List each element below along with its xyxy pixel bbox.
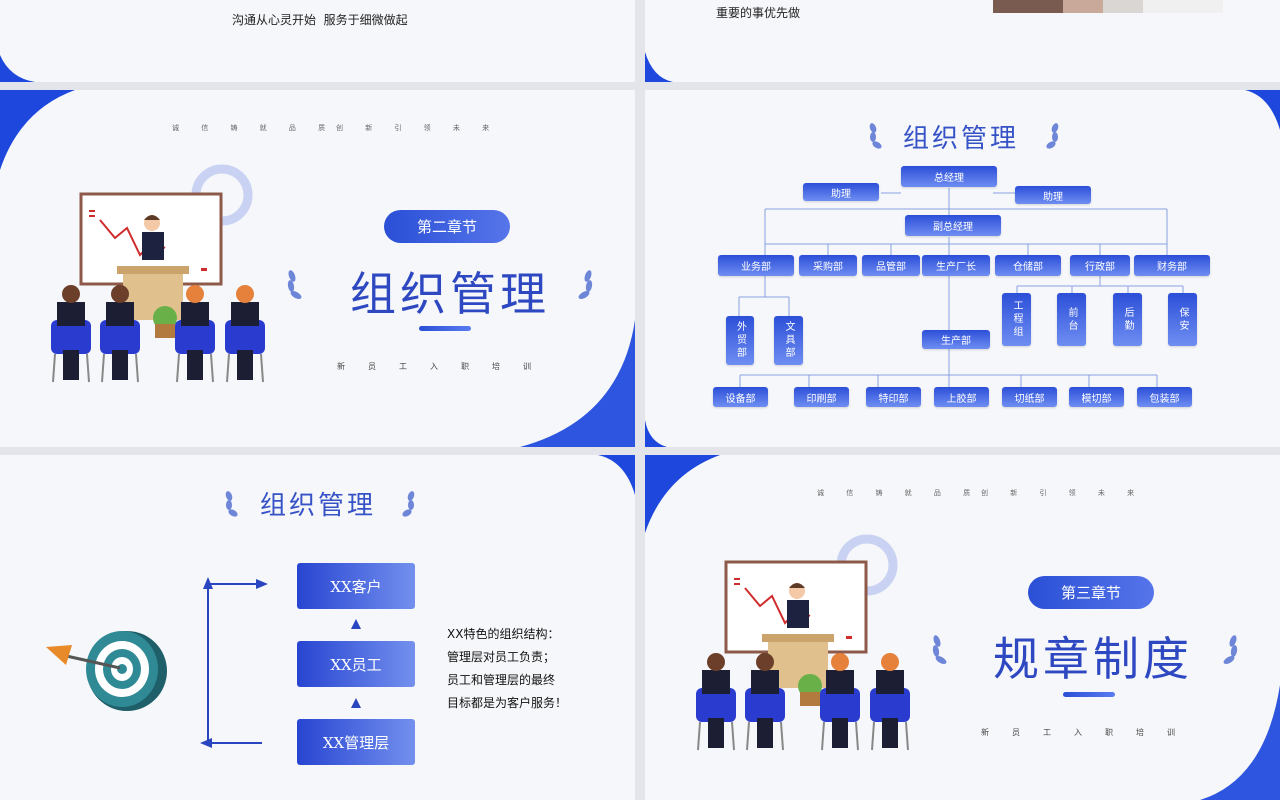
chapter-chip: 第三章节 (1028, 576, 1154, 609)
chapter-chip: 第二章节 (384, 210, 510, 243)
org-box-top: 总经理 (901, 166, 997, 187)
title-underline (419, 326, 471, 331)
laurel-left-icon (287, 270, 302, 299)
org-box-assistant-left: 助理 (803, 183, 879, 201)
org-box-prod-sub: 切纸部 (1002, 387, 1057, 407)
slogan-right: 创 新 引 领 未 来 (336, 124, 500, 132)
slide-structure-decor (200, 455, 635, 748)
slide-chapter-2[interactable]: 诚 信 铸 就 品 质 创 新 引 领 未 来 (0, 90, 635, 447)
org-box-sub: 前台 (1057, 293, 1086, 346)
structure-box-management: XX管理层 (297, 719, 415, 765)
structure-desc-line: 目标都是为客户服务！ (447, 696, 568, 710)
laurel-right-icon (578, 270, 593, 299)
subtitle: 新员工入职培训 (337, 362, 554, 371)
laurel-right-icon (1223, 635, 1238, 664)
org-box-deputy: 副总经理 (905, 215, 1001, 236)
title-underline (1063, 692, 1115, 697)
structure-desc: XX特色的组织结构： 管理层对员工负责； 员工和管理层的最终 目标都是为客户服务… (447, 623, 567, 715)
presentation-illustration (51, 192, 265, 383)
org-box-prod-sub: 模切部 (1069, 387, 1124, 407)
slide-top-right[interactable]: 重要的事优先做 (645, 0, 1280, 82)
org-box-production: 生产部 (922, 330, 990, 349)
org-box-dept: 品管部 (862, 255, 920, 276)
slide-top-left-text: 沟通从心灵开始 服务于细微做起 (232, 13, 408, 27)
laurel-right-icon (402, 491, 415, 517)
org-box-sub: 文具部 (774, 316, 803, 365)
org-box-prod-sub: 印刷部 (794, 387, 849, 407)
org-box-dept: 生产厂长 (922, 255, 990, 276)
slide-top-left[interactable]: 沟通从心灵开始 服务于细微做起 (0, 0, 635, 82)
org-title: 组织管理 (903, 124, 1020, 154)
slide-chapter-3[interactable]: 诚 信 铸 就 品 质 创 新 引 领 未 来 (645, 455, 1280, 800)
org-box-dept: 行政部 (1070, 255, 1130, 276)
org-box-prod-sub: 上胶部 (934, 387, 989, 407)
laurel-left-icon (225, 491, 238, 517)
slide-structure[interactable]: 组织管理 XX客户 XX员工 XX管理层 XX特色的组织结构： 管理层对员工负责… (0, 455, 635, 800)
structure-desc-line: XX特色的组织结构： (447, 627, 560, 641)
chapter-title: 组织管理 (350, 267, 550, 321)
presentation-illustration (696, 560, 910, 751)
structure-box-employee: XX员工 (297, 641, 415, 687)
subtitle: 新员工入职培训 (981, 728, 1198, 737)
org-box-assistant-right: 助理 (1015, 186, 1091, 204)
org-box-sub: 外贸部 (726, 316, 754, 365)
slide-org-chart[interactable]: 组织管理 总经理 助理 助理 副总经理 业务部 采购部 品管部 生产厂长 仓储部… (645, 90, 1280, 447)
org-box-dept: 财务部 (1134, 255, 1210, 276)
laurel-right-icon (1046, 123, 1059, 149)
org-box-prod-sub: 包装部 (1137, 387, 1192, 407)
slide-top-left-decor (0, 55, 35, 82)
org-box-dept: 业务部 (718, 255, 794, 276)
laurel-left-icon (932, 635, 947, 664)
slide-top-right-decor (645, 52, 673, 82)
org-box-prod-sub: 设备部 (713, 387, 768, 407)
org-box-sub: 工程组 (1002, 293, 1031, 346)
org-box-prod-sub: 特印部 (866, 387, 921, 407)
org-box-dept: 采购部 (799, 255, 857, 276)
slide-org-chart-decor (645, 90, 1280, 447)
structure-desc-line: 员工和管理层的最终 (447, 673, 556, 687)
slogan-right: 创 新 引 领 未 来 (981, 489, 1145, 497)
org-box-dept: 仓储部 (995, 255, 1061, 276)
slide-top-right-text: 重要的事优先做 (716, 6, 801, 20)
structure-title: 组织管理 (260, 491, 377, 521)
laurel-left-icon (869, 123, 882, 149)
structure-box-customer: XX客户 (297, 563, 415, 609)
org-box-sub: 保安 (1168, 293, 1197, 346)
target-icon (46, 631, 167, 711)
slogan-left: 诚 信 铸 就 品 质 (817, 489, 981, 497)
photo-image (993, 0, 1223, 13)
org-box-sub: 后勤 (1113, 293, 1142, 346)
structure-desc-line: 管理层对员工负责； (447, 650, 556, 664)
slogan-left: 诚 信 铸 就 品 质 (172, 124, 336, 132)
chapter-title: 规章制度 (993, 632, 1193, 686)
